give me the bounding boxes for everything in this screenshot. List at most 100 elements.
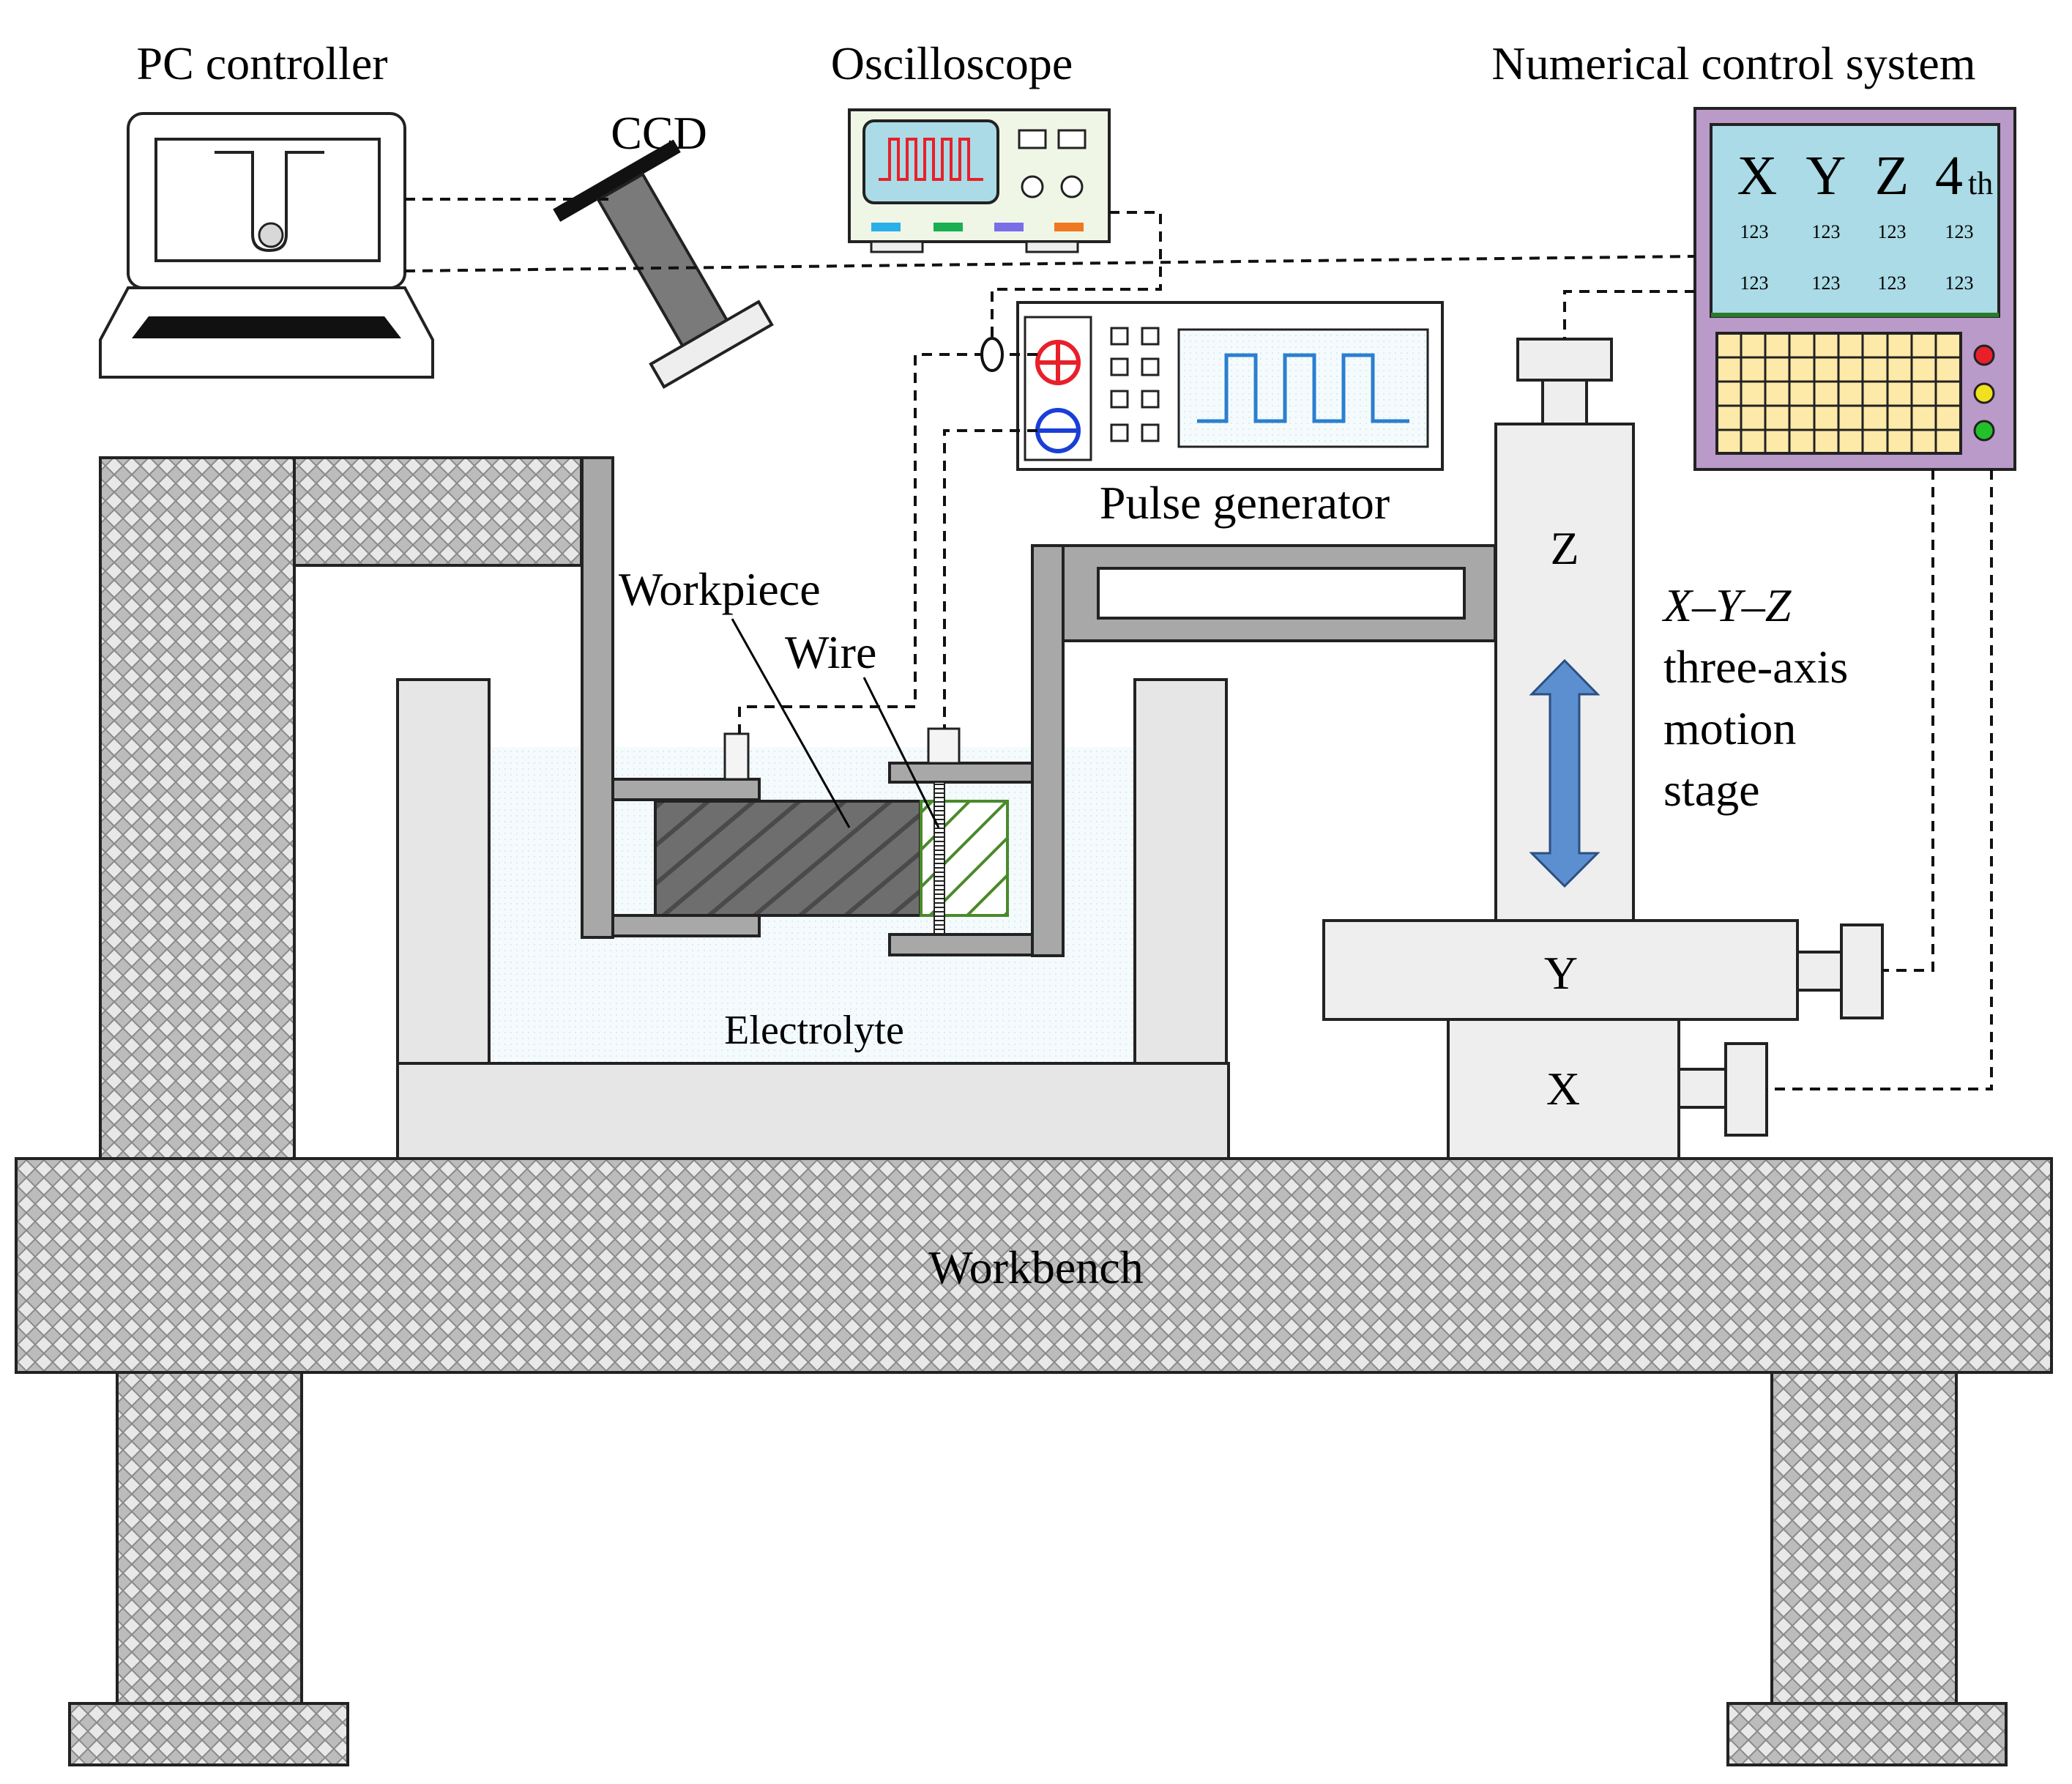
- nc-to-x-motor-line: [1767, 469, 1993, 1090]
- oscilloscope-button: [1018, 129, 1047, 149]
- pulse-generator-key: [1110, 423, 1129, 442]
- plus-circle-icon: [1035, 340, 1081, 385]
- nc-indicator-green: [1973, 420, 1995, 442]
- oscilloscope-channel-2: [933, 223, 963, 231]
- pulse-generator-label: Pulse generator: [1100, 477, 1390, 529]
- y-axis-table: [1322, 919, 1799, 1021]
- fixture-right-post: [1031, 544, 1065, 957]
- wire-electrode: [933, 781, 945, 935]
- pulse-generator-key: [1141, 357, 1160, 376]
- pulse-generator-display: [1177, 328, 1429, 448]
- oscilloscope-channel-1: [871, 223, 901, 231]
- fixture-left-post: [581, 456, 614, 939]
- signal-wiring: [404, 198, 1993, 1090]
- oscilloscope-foot-right: [1025, 240, 1079, 253]
- stage-axes-label: X–Y–Z: [1661, 579, 1792, 631]
- pc-keyboard-keys: [132, 316, 401, 338]
- fixture-right-lower-jaw: [888, 933, 1034, 956]
- nc-system-screen: [1710, 123, 2000, 318]
- nc-keypad-grid: [1717, 333, 1961, 453]
- nc-to-y-motor-line: [1882, 469, 1934, 972]
- nc-readout: 123: [1878, 272, 1907, 294]
- positive-terminal-lead: [738, 353, 1037, 734]
- workpiece-terminal: [723, 732, 750, 781]
- nc-indicator-red: [1973, 344, 1995, 366]
- stage-label-line3: stage: [1663, 764, 1760, 816]
- stage-label-line1: three-axis: [1663, 641, 1848, 693]
- pc-screen-wire-image: [258, 222, 284, 248]
- ccd-camera-body: [596, 172, 729, 348]
- pulse-generator-key: [1141, 327, 1160, 346]
- stage-label-line2: motion: [1663, 702, 1796, 754]
- oscilloscope-channel-3: [994, 223, 1024, 231]
- workbench-leg-right: [1770, 1371, 1958, 1705]
- nc-axis-z: Z: [1875, 145, 1909, 207]
- x-axis-table: [1447, 1018, 1680, 1160]
- x-axis-motor-shaft: [1677, 1068, 1727, 1109]
- pulse-generator-key: [1141, 390, 1160, 409]
- positive-terminal: [1035, 340, 1081, 385]
- workbench-leg-left: [116, 1371, 303, 1705]
- tank-wall-right: [1133, 678, 1228, 1065]
- z-axis-label: Z: [1550, 522, 1579, 574]
- workpiece-leader: [731, 618, 851, 828]
- fixture-left-upper-jaw: [611, 778, 761, 801]
- negative-terminal-lead: [943, 429, 1037, 729]
- oscilloscope-label: Oscilloscope: [831, 37, 1073, 89]
- pc-screen-slit-image: [215, 151, 324, 253]
- workpiece-label: Workpiece: [619, 563, 821, 615]
- workbench-foot-left: [68, 1702, 349, 1766]
- frame-arm: [293, 456, 583, 567]
- frame-column: [99, 456, 296, 1160]
- wire-leader: [862, 677, 940, 828]
- ccd-camera: [553, 139, 774, 390]
- z-axis-double-arrow: [1529, 658, 1600, 888]
- pc-controller-label: PC controller: [136, 37, 387, 89]
- nc-readout: 123: [1812, 221, 1841, 242]
- electrolyte-label: Electrolyte: [724, 1008, 904, 1053]
- workbench-foot-right: [1726, 1702, 2008, 1766]
- oscilloscope-knob: [1060, 175, 1084, 198]
- tank-wall-left: [396, 678, 491, 1065]
- pulse-generator-key: [1110, 327, 1129, 346]
- nc-indicator-yellow: [1973, 382, 1995, 404]
- oscilloscope-waveform: [879, 138, 983, 181]
- x-axis-label: X: [1546, 1063, 1580, 1115]
- oscilloscope-button: [1057, 129, 1087, 149]
- y-axis-motor-shaft: [1796, 951, 1843, 992]
- z-axis-motor-cap: [1516, 338, 1613, 382]
- fixture-left-lower-jaw: [611, 914, 761, 937]
- oscilloscope-to-generator-line: [991, 211, 1162, 344]
- nc-readout: 123: [1740, 272, 1769, 294]
- nc-readout: 123: [1945, 272, 1974, 294]
- nc-axis-4: 4: [1935, 145, 1963, 207]
- ccd-camera-lens: [649, 300, 774, 390]
- nc-axis-4-suffix: th: [1968, 166, 1993, 201]
- x-axis-motor: [1724, 1042, 1768, 1137]
- pulse-generator-key: [1110, 390, 1129, 409]
- nc-to-z-motor-line: [1563, 290, 1695, 339]
- nc-readout: 123: [1740, 221, 1769, 242]
- workbench-label: Workbench: [928, 1241, 1143, 1293]
- nc-readout: 123: [1878, 221, 1907, 242]
- pulse-generator-terminal-panel: [1024, 316, 1092, 461]
- pulse-generator-key: [1141, 423, 1160, 442]
- workpiece: [654, 800, 922, 917]
- current-probe-icon: [980, 337, 1004, 372]
- oscilloscope-knob: [1021, 175, 1044, 198]
- oscilloscope-channel-4: [1054, 223, 1084, 231]
- oscilloscope-screen: [862, 119, 999, 204]
- wire-terminal: [927, 727, 961, 765]
- pulse-generator-waveform: [1197, 353, 1409, 423]
- wire-label: Wire: [785, 626, 876, 678]
- fixture-right-beam-slot: [1097, 567, 1466, 620]
- y-axis-label: Y: [1544, 947, 1578, 999]
- nc-axis-x: X: [1737, 145, 1778, 207]
- y-axis-motor: [1840, 923, 1884, 1019]
- tank-base: [396, 1062, 1230, 1160]
- numerical-control-system-label: Numerical control system: [1491, 37, 1975, 89]
- oscilloscope-foot-left: [870, 240, 924, 253]
- pc-to-nc-line: [404, 255, 1696, 272]
